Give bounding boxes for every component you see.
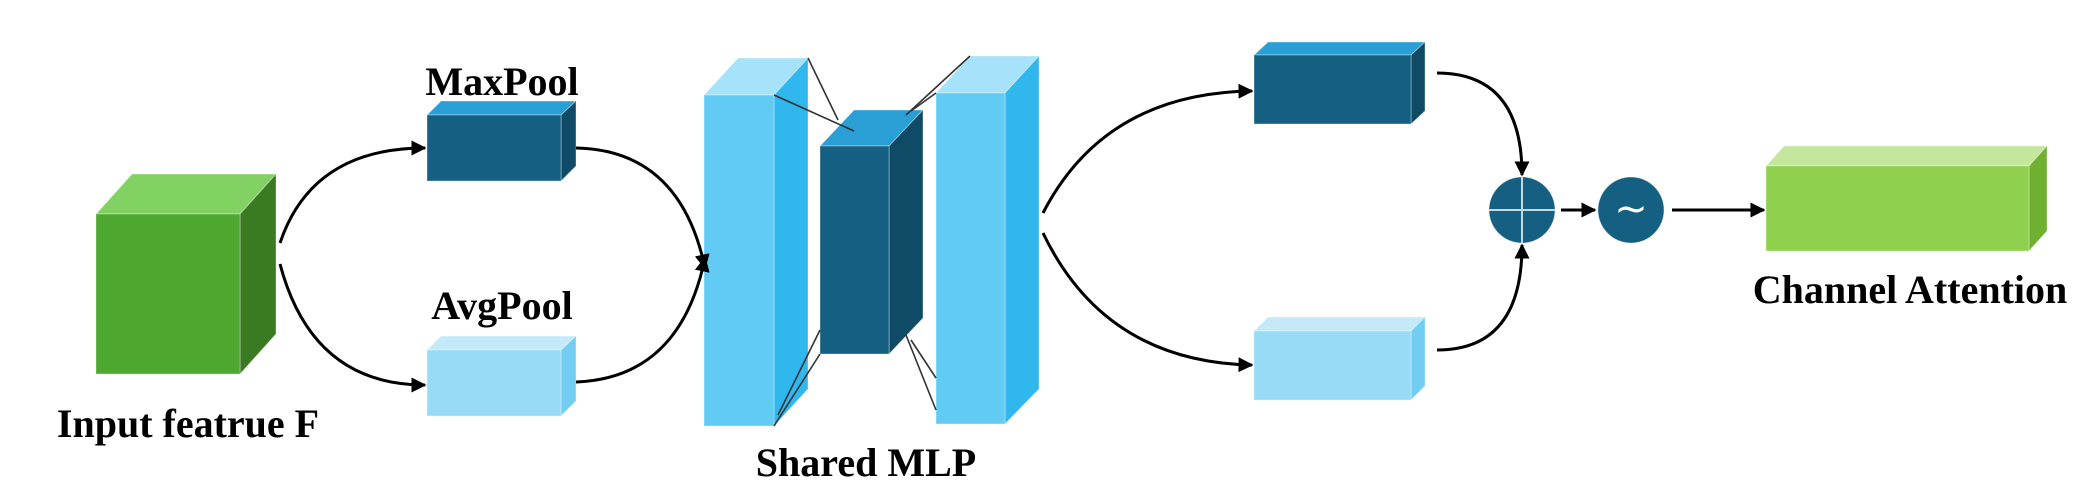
mlp-hidden-layer-side (888, 108, 924, 356)
avgpool-front (426, 349, 562, 417)
mlp-to-avg-output-arrow (1041, 232, 1254, 373)
mlp-connection-line (807, 57, 839, 121)
sigmoid-operator-circle (1597, 176, 1665, 244)
maxpool-label: MaxPool (425, 59, 578, 104)
maxpool-front (426, 114, 562, 182)
mlp-connection-line (773, 353, 821, 427)
input-feature-label: Input featrue F (57, 401, 319, 446)
mlp-to-max-output-arrow (1041, 83, 1254, 214)
avgpool-block (425, 334, 578, 418)
max-mlp-output-side (1410, 40, 1426, 126)
mlp-input-layer-side (773, 56, 809, 428)
avg-output-to-add-arrow (1436, 243, 1530, 352)
avg-mlp-output-front (1253, 330, 1412, 401)
avg-mlp-output-top (1252, 316, 1427, 332)
maxpool-to-mlp-arrow (575, 146, 710, 270)
mlp-output-layer-front (935, 92, 1006, 425)
avgpool-top (425, 335, 578, 351)
input-to-maxpool-arrow (278, 140, 427, 244)
mlp-output-layer (934, 54, 1041, 426)
channel-attention-front (1765, 165, 2030, 252)
mlp-hidden-layer (818, 108, 925, 356)
avgpool-label: AvgPool (431, 283, 572, 328)
avgpool-side (560, 334, 577, 418)
max-mlp-output-block (1252, 40, 1427, 126)
sigmoid-operator: ~ (1597, 176, 1665, 244)
sigmoid-operator-symbol: ~ (1614, 186, 1648, 232)
maxpool-block (425, 99, 578, 183)
mlp-connection-line (905, 55, 971, 116)
avgpool-to-mlp-arrow (575, 256, 710, 384)
mlp-connection-line (773, 94, 855, 132)
mlp-connection-line (777, 329, 821, 416)
mlp-connection-line (910, 339, 937, 379)
mlp-output-layer-side (1004, 54, 1040, 426)
max-output-to-add-arrow (1436, 71, 1530, 177)
mlp-connection-line (905, 334, 937, 411)
shared-mlp-label: Shared MLP (756, 440, 976, 485)
avg-mlp-output-side (1410, 315, 1426, 402)
connectors (278, 71, 1766, 393)
max-mlp-output-front (1253, 54, 1412, 125)
input-to-avgpool-arrow (278, 263, 427, 393)
channel-attention-top (1764, 145, 2049, 167)
mlp-input-layer (702, 56, 810, 428)
max-mlp-output-top (1252, 41, 1427, 56)
add-operator (1488, 176, 1556, 244)
avg-mlp-output-block (1252, 315, 1427, 402)
input-feature-block (94, 172, 278, 376)
mlp-connection-lines (773, 55, 971, 427)
channel-attention-block (1764, 144, 2049, 253)
mlp-input-layer-front (703, 94, 775, 427)
mlp-hidden-layer-front (819, 145, 890, 355)
mlp-connection-line (910, 92, 937, 112)
channel-attention-label: Channel Attention (1753, 267, 2068, 312)
maxpool-side (560, 99, 577, 183)
input-feature-front (95, 213, 241, 375)
